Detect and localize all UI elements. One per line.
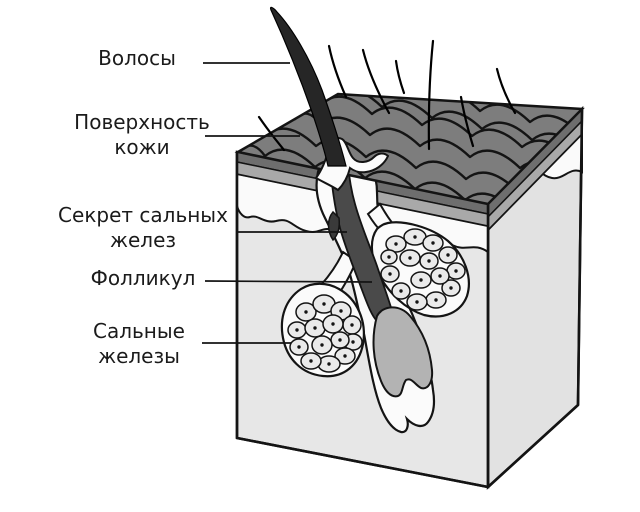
sebaceous-gland-left <box>280 250 365 378</box>
sebaceous-gland-right <box>366 202 470 318</box>
label-hair-text: Волосы <box>98 46 176 70</box>
leader-lines <box>202 62 373 344</box>
leader-line-follicle <box>204 280 373 283</box>
label-sebum: Секрет сальных желез <box>58 203 228 252</box>
label-follicle-text: Фолликул <box>90 266 196 290</box>
main-hair <box>269 6 347 167</box>
label-sebaceous-glands-text: Сальные <box>93 319 185 343</box>
small-hairs <box>257 39 517 152</box>
label-sebaceous-glands: Сальные железы <box>93 319 185 368</box>
hair-bulb <box>372 306 434 398</box>
gland-cell-nuclei-right <box>387 235 458 304</box>
label-follicle: Фолликул <box>91 266 196 291</box>
label-hair: Волосы <box>98 46 176 71</box>
label-skin-surface-text: Поверхность <box>74 110 210 134</box>
sebum-secretion-blob <box>327 210 340 242</box>
label-skin-surface: Поверхность кожи <box>74 110 210 159</box>
gland-cell-nuclei-left <box>295 302 355 366</box>
label-sebum-text: Секрет сальных <box>58 203 228 227</box>
